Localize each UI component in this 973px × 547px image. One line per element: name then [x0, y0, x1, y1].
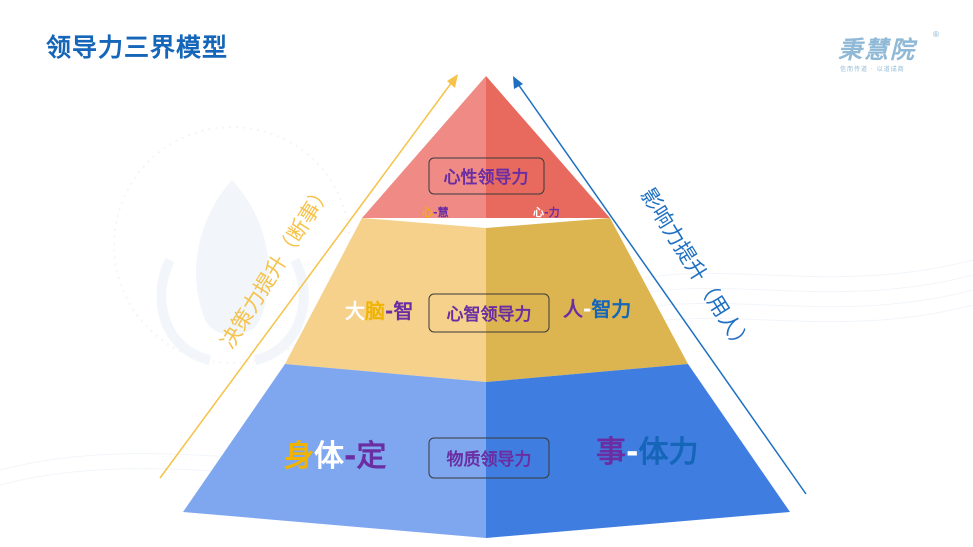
top-left-small-label: 心-慧 [422, 205, 449, 219]
brand-logo: 秉慧院 ® 信而传道 · 以道成商 [838, 30, 948, 80]
middle-tier-left-face [285, 218, 486, 382]
right-diagonal-arrow [513, 76, 807, 495]
top-tier-right-face [486, 76, 610, 218]
left-diagonal-arrow [159, 74, 458, 479]
logo-registered-mark: ® [932, 30, 940, 39]
middle-tier-box-label: 心智领导力 [447, 304, 532, 325]
middle-tier-box: 心智领导力 [428, 293, 550, 333]
bottom-tier-left-face [183, 364, 486, 538]
middle-tier-right-face [486, 218, 688, 382]
logo-name: 秉慧院 [838, 35, 916, 64]
middle-right-label: 人-智力 [563, 297, 631, 321]
bottom-tier-box-label: 物质领导力 [447, 449, 532, 470]
middle-left-label: 大脑-智 [345, 299, 413, 323]
bottom-right-label: 事-体力 [596, 435, 698, 470]
logo-slogan: 信而传道 · 以道成商 [840, 66, 905, 73]
top-tier-left-face [362, 76, 486, 218]
bottom-left-label: 身体-定 [284, 439, 386, 474]
bottom-tier-box: 物质领导力 [428, 437, 550, 479]
bottom-tier-right-face [486, 364, 790, 538]
top-right-small-label: 心-力 [533, 205, 560, 219]
top-tier-box-label: 心性领导力 [444, 167, 529, 188]
page-title: 领导力三界模型 [46, 33, 229, 62]
top-tier-box: 心性领导力 [428, 157, 545, 195]
